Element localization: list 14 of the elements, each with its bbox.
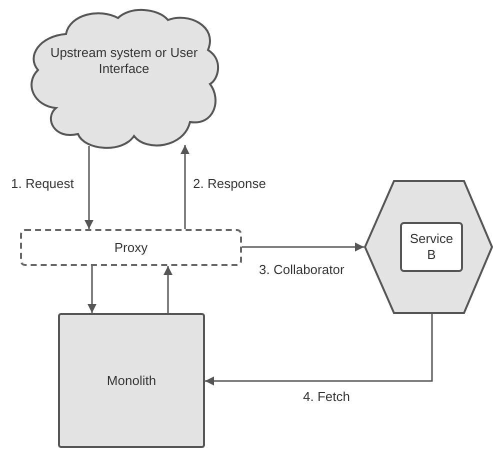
edge-label: 2. Response (192, 176, 267, 191)
service-box: Service B (400, 222, 463, 272)
arrow (164, 266, 172, 313)
arrow (205, 314, 433, 386)
proxy-box: Proxy (20, 229, 242, 266)
arrow (84, 146, 94, 229)
process-box: Monolith (58, 313, 205, 448)
node-label: Upstream system or User Interface (49, 45, 199, 77)
edge-label: 4. Fetch (302, 389, 351, 404)
edge-label: 3. Collaborator (258, 262, 346, 277)
arrow (180, 145, 190, 229)
edge-label: 1. Request (10, 176, 75, 191)
arrow (242, 242, 364, 252)
arrow (88, 266, 96, 313)
